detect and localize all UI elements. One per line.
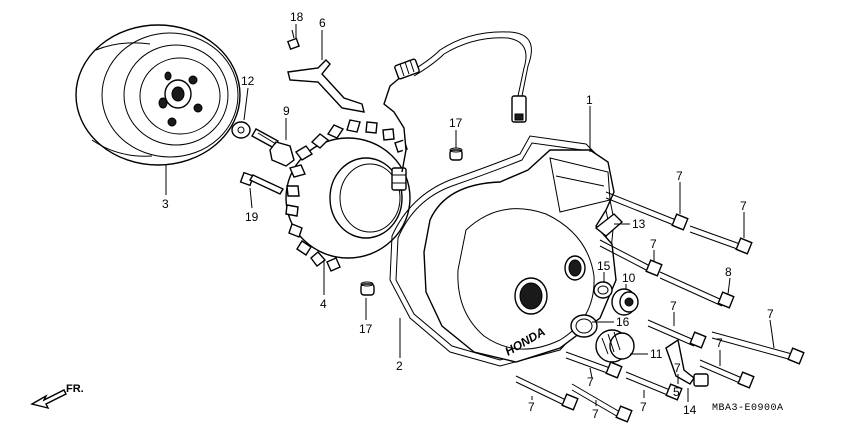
cover-bolts: [515, 191, 805, 423]
clamp-bolt-part: [693, 373, 709, 387]
seal-ring-part: [570, 314, 598, 338]
callout-16: 16: [616, 315, 630, 329]
callout-10: 10: [622, 271, 636, 285]
callout-2: 2: [396, 359, 403, 373]
callout-5: 5: [673, 385, 680, 399]
washer-part: [231, 121, 251, 139]
callout-7-g: 7: [587, 375, 594, 389]
callout-11: 11: [650, 347, 663, 361]
callout-12: 12: [241, 74, 255, 88]
stator-bolt-part: [239, 171, 284, 195]
crankshaft-hole-cap-part: [595, 329, 635, 363]
callout-7-e: 7: [767, 307, 774, 321]
callout-17-lower: 17: [359, 322, 373, 336]
callout-13: 13: [632, 217, 646, 231]
cable-guide-bracket-part: [287, 59, 365, 113]
callout-7-c: 7: [650, 237, 657, 251]
callout-1: 1: [586, 93, 593, 107]
stator-wire-harness: [383, 31, 532, 173]
callout-19: 19: [245, 210, 259, 224]
drawing-code: MBA3-E0900A: [712, 403, 784, 414]
stator-part: [285, 119, 411, 272]
leader-lines: [165, 24, 775, 406]
callout-7-k: 7: [592, 407, 599, 421]
left-crankcase-cover-part: HONDA: [423, 149, 617, 363]
callout-7-f: 7: [716, 336, 723, 350]
callout-7-b: 7: [740, 199, 747, 213]
callout-18: 18: [290, 10, 304, 24]
callout-4: 4: [320, 297, 327, 311]
front-arrow-icon: [30, 389, 67, 410]
dowel-pin-lower: [360, 281, 375, 296]
flywheel-bolt-part: [251, 128, 295, 167]
callout-7-a: 7: [676, 169, 683, 183]
o-ring-part: [593, 281, 613, 299]
front-arrow-label: FR.: [66, 383, 84, 395]
callout-7-h: 7: [674, 361, 681, 375]
callout-17-upper: 17: [449, 116, 463, 130]
timing-hole-cap-part: [611, 288, 639, 316]
callout-labels: 18 6 12 9 3 19 4 17 17 1 2 13 7 7 7 7 7 …: [162, 10, 774, 421]
callout-9: 9: [283, 104, 290, 118]
callout-14: 14: [683, 403, 697, 417]
callout-6: 6: [319, 16, 326, 30]
flywheel-part: [75, 24, 241, 166]
callout-7-j: 7: [528, 400, 535, 414]
callout-7-i: 7: [640, 400, 647, 414]
callout-7-d: 7: [670, 299, 677, 313]
dowel-pin-upper: [449, 147, 463, 161]
callout-3: 3: [162, 197, 169, 211]
wire-clamp-part: [594, 213, 624, 237]
front-direction-arrow: FR.: [30, 383, 84, 410]
small-bolt-part: [286, 29, 300, 51]
callout-8: 8: [725, 265, 732, 279]
callout-15: 15: [597, 259, 611, 273]
